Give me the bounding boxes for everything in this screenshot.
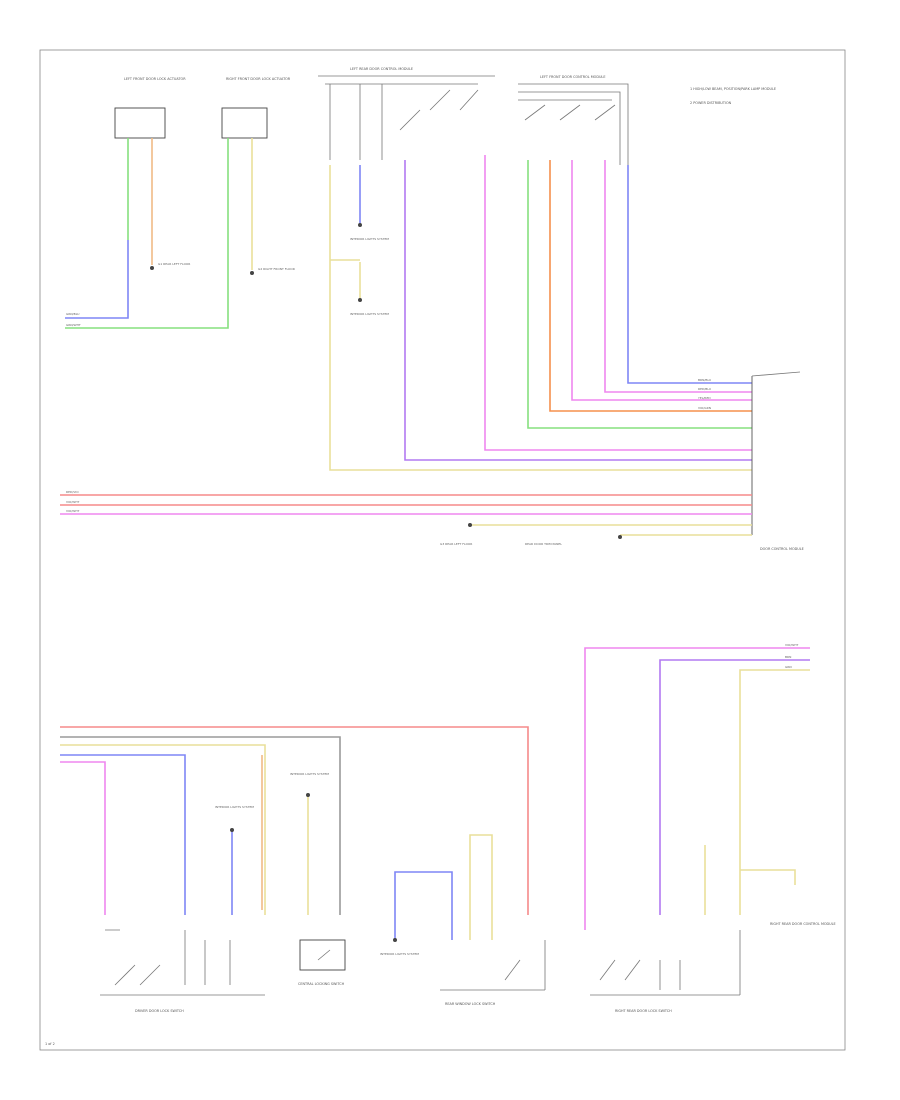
svg-text:GRN: GRN [785,665,792,669]
lr-door-control-module: LEFT REAR DOOR CONTROL MODULE [318,67,495,160]
rear-window-lock-switch: REAR WINDOW LOCK SWITCH [440,940,546,1006]
rf-door-lock-label: RIGHT FRONT DOOR LOCK ACTUATOR [226,77,291,81]
svg-text:INTERIOR LIGHTS SYSTEM: INTERIOR LIGHTS SYSTEM [215,805,254,809]
svg-text:VIO/GRN: VIO/GRN [698,406,711,410]
door-control-module-label: DOOR CONTROL MODULE [760,547,804,551]
svg-text:YEL/RED: YEL/RED [698,396,711,400]
svg-text:BRN/BLU: BRN/BLU [698,378,711,382]
legend: 1 HIGH/LOW BEAM, POSITION/PARK LAMP MODU… [690,87,776,105]
wire-labels-bus: RED/VIO VIO/WHT VIO/WHT [66,490,80,513]
wires-top-right [527,160,752,429]
svg-text:VIO/WHT: VIO/WHT [785,643,799,647]
wires-bottom-left [60,726,529,915]
central-locking-switch-label: CENTRAL LOCKING SWITCH [298,982,345,986]
wires-bottom-right [584,647,810,930]
driver-door-lock-switch: DRIVER DOOR LOCK SWITCH [100,929,265,1013]
ground-g2-label: G2 RIGHT FRONT FLOOR [258,267,295,271]
lf-door-lock-actuator: LEFT FRONT DOOR LOCK ACTUATOR [114,77,186,139]
ground-g3-label: G3 REAR LEFT FLOOR [440,542,472,546]
lf-door-control-module: LEFT FRONT DOOR CONTROL MODULE [518,75,629,165]
ref-interior-lights-5: INTERIOR LIGHTS SYSTEM [380,938,419,956]
svg-text:VIO/WHT: VIO/WHT [66,509,80,513]
wire-labels-bottom-right: VIO/WHT BRN GRN [785,643,799,669]
ground-g2: G2 RIGHT FRONT FLOOR [250,267,295,275]
right-rear-door-control-label: RIGHT REAR DOOR CONTROL MODULE [770,922,836,926]
ref-interior-lights-1: INTERIOR LIGHTS SYSTEM [350,223,389,241]
ground-g1-label: G1 REAR LEFT FLOOR [158,262,190,266]
ground-g3: G3 REAR LEFT FLOOR [440,523,472,546]
rr-door-lock-switch: RIGHT REAR DOOR LOCK SWITCH [590,930,741,1013]
legend-item-1: 1 HIGH/LOW BEAM, POSITION/PARK LAMP MODU… [690,87,776,91]
ref-interior-lights-3: INTERIOR LIGHTS SYSTEM [215,805,254,832]
ref-interior-lights-2: INTERIOR LIGHTS SYSTEM [350,298,389,316]
lr-door-control-label: LEFT REAR DOOR CONTROL MODULE [350,67,413,71]
wires-bus [60,494,752,536]
rf-door-lock-actuator: RIGHT FRONT DOOR LOCK ACTUATOR [221,77,291,139]
page-ref: 1 of 2 [45,1042,55,1046]
svg-text:INTERIOR LIGHTS SYSTEM: INTERIOR LIGHTS SYSTEM [290,772,329,776]
rr-door-lock-switch-label: RIGHT REAR DOOR LOCK SWITCH [615,1009,672,1013]
svg-text:INTERIOR LIGHTS SYSTEM: INTERIOR LIGHTS SYSTEM [380,952,419,956]
wire-label-w2: GRN/WHT [66,323,81,327]
wire-labels-right: BRN/BLU RED/BLU YEL/RED VIO/GRN [698,378,711,410]
lf-door-control-label: LEFT FRONT DOOR CONTROL MODULE [540,75,605,79]
wires-bottom-middle [394,834,493,940]
svg-text:RED/VIO: RED/VIO [66,490,79,494]
ref-rear-door-trim: REAR DOOR TRIM PANEL [525,535,622,546]
wires-top-middle [329,155,752,471]
lf-door-lock-label: LEFT FRONT DOOR LOCK ACTUATOR [124,77,186,81]
legend-item-2: 2 POWER DISTRIBUTION [690,101,732,105]
ground-g4-label: REAR DOOR TRIM PANEL [525,542,562,546]
rear-window-lock-switch-label: REAR WINDOW LOCK SWITCH [445,1002,496,1006]
ref-interior-lights-4: INTERIOR LIGHTS SYSTEM [290,772,329,797]
ref2-label: INTERIOR LIGHTS SYSTEM [350,312,389,316]
ref1-label: INTERIOR LIGHTS SYSTEM [350,237,389,241]
driver-door-lock-switch-label: DRIVER DOOR LOCK SWITCH [135,1009,184,1013]
central-locking-switch: CENTRAL LOCKING SWITCH [298,939,346,986]
wire-label-w1: GRN/BLU [66,312,79,316]
svg-text:BRN: BRN [785,655,791,659]
diagram-frame [39,49,846,1051]
wires-top-left [65,138,253,329]
svg-text:RED/BLU: RED/BLU [698,387,711,391]
door-control-module-connector: DOOR CONTROL MODULE [751,371,804,551]
svg-text:VIO/WHT: VIO/WHT [66,500,80,504]
ground-g1: G1 REAR LEFT FLOOR [150,262,190,270]
